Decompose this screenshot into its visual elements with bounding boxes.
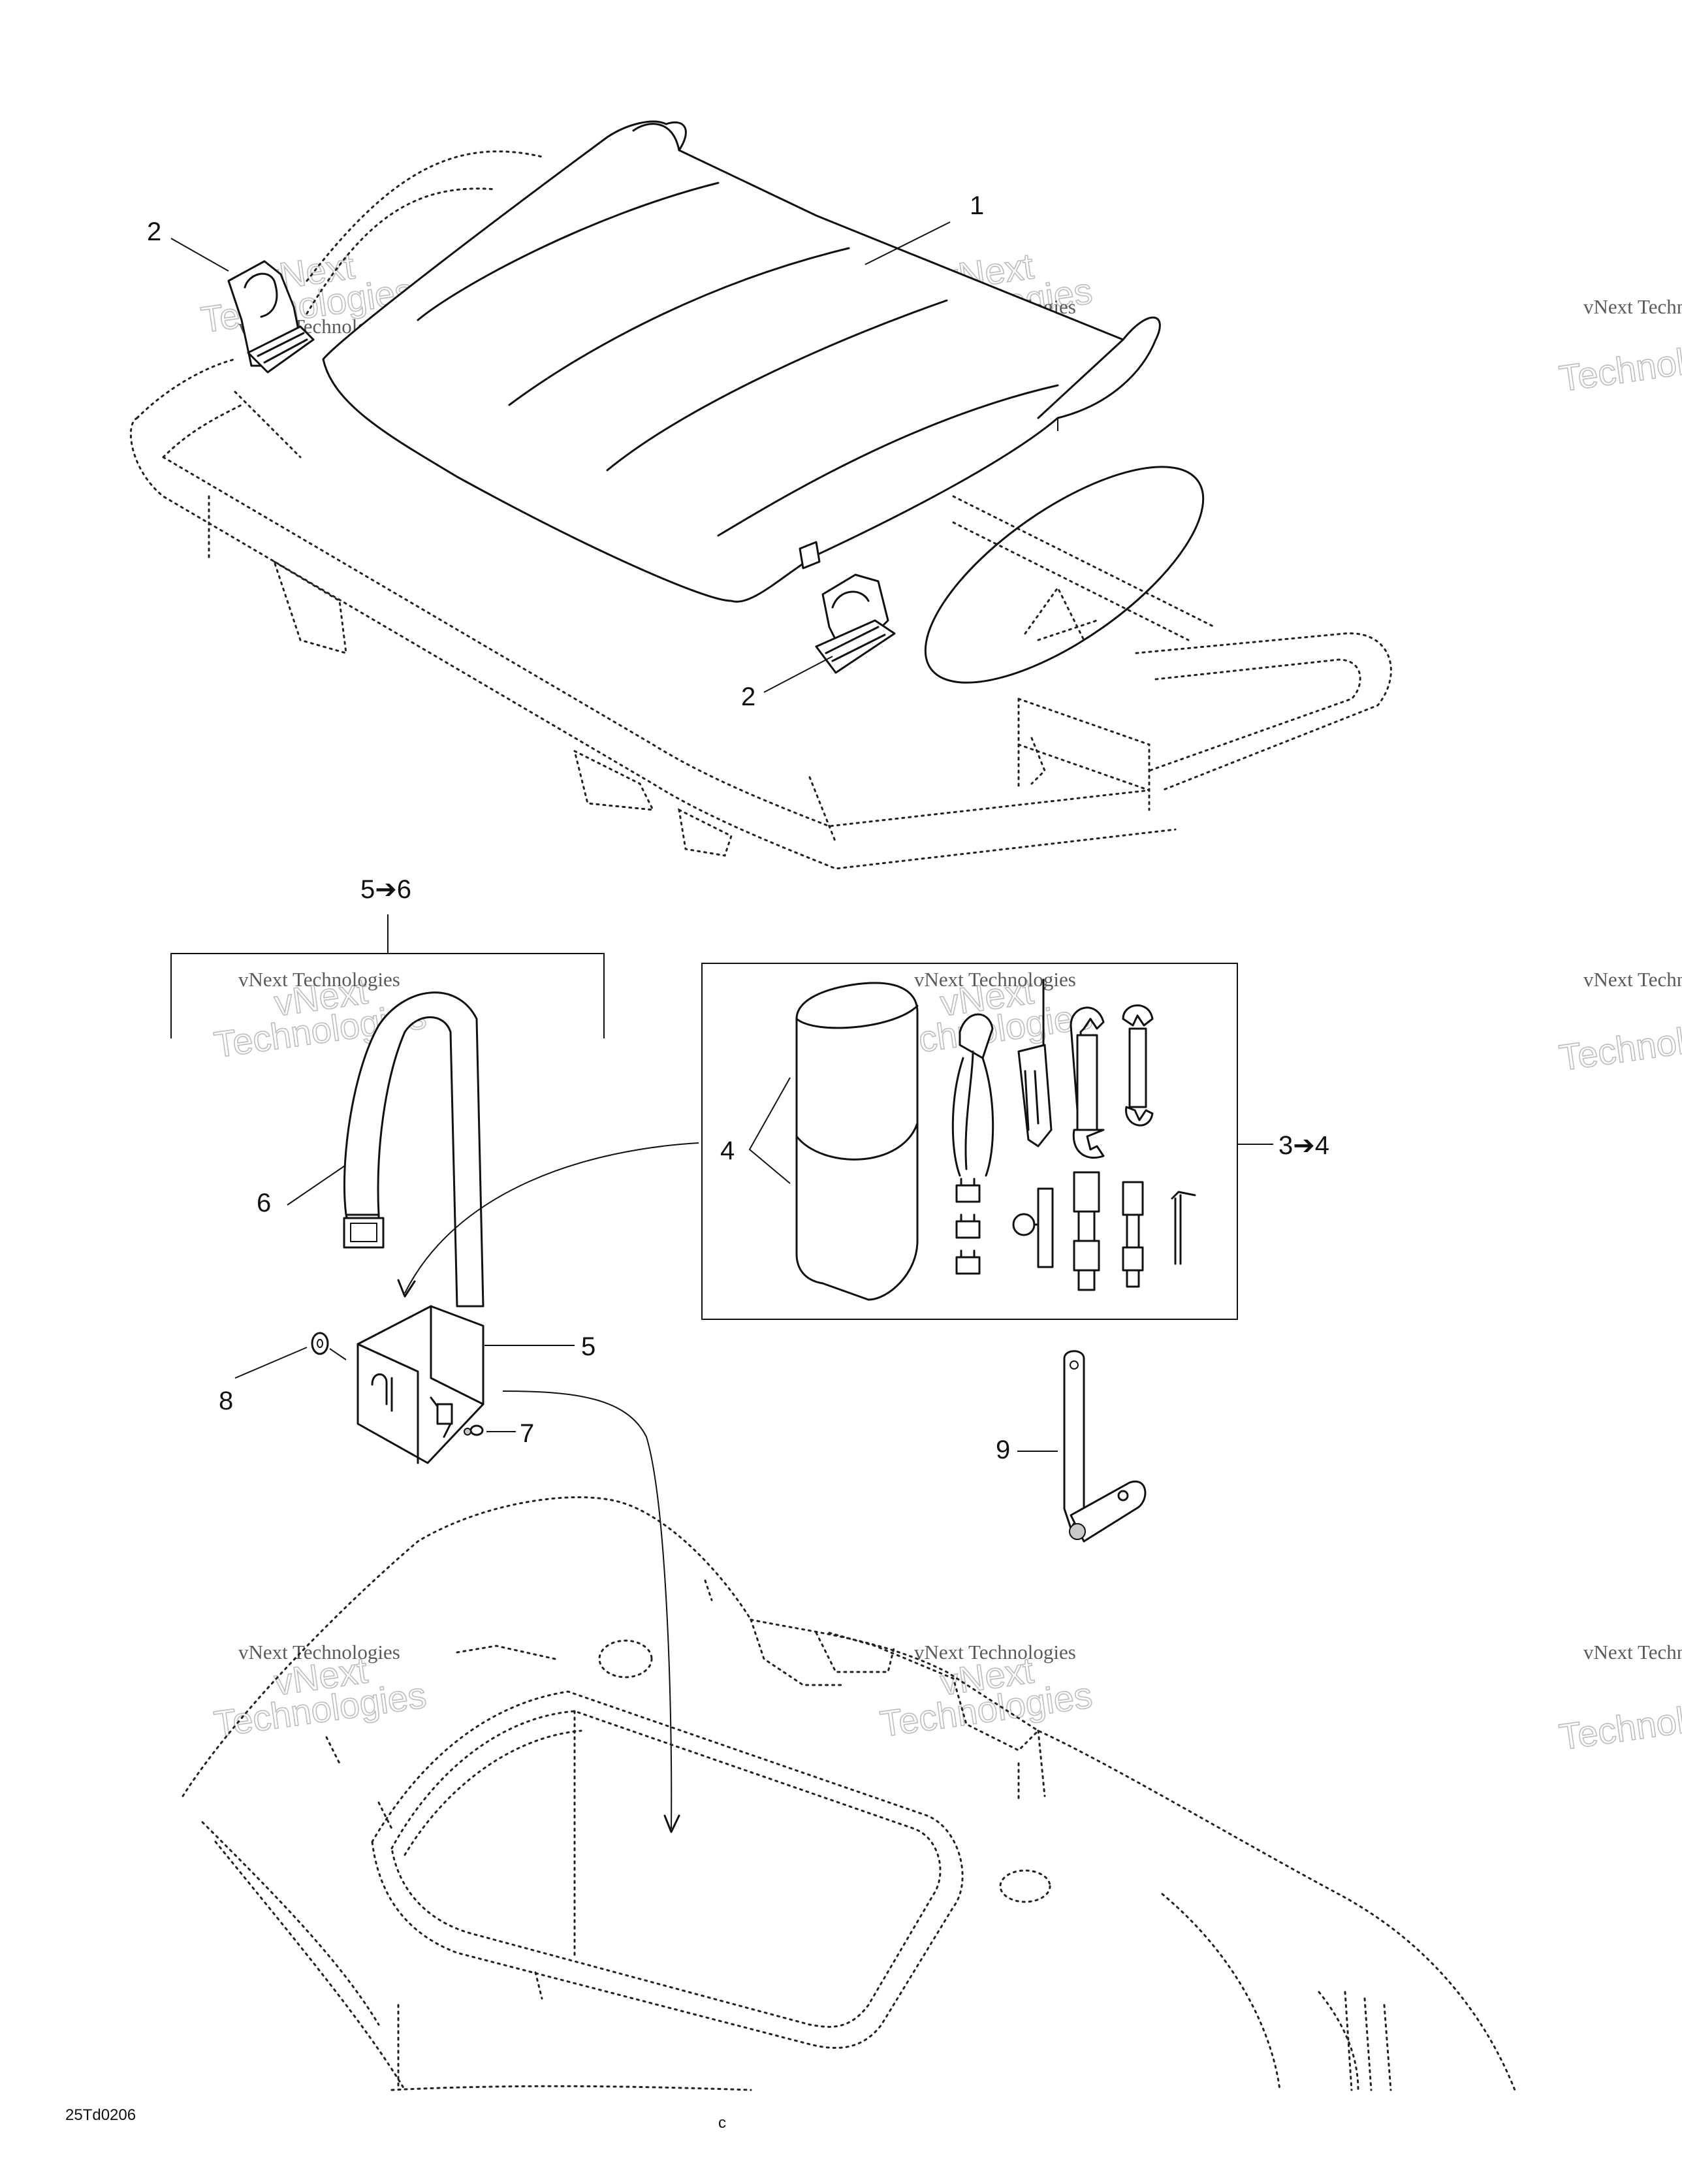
strap <box>343 991 484 1308</box>
rack-pad <box>322 120 1161 603</box>
pliers-icon <box>951 1013 994 1177</box>
watermark-text: vNext Technologies <box>238 968 400 991</box>
watermark-text: vNext Technologies <box>914 1641 1076 1663</box>
callout-7: 7 <box>520 1419 534 1448</box>
wrench-large-icon <box>1070 1006 1105 1159</box>
tool-bag <box>795 982 919 1301</box>
watermark-text: vNext Technologies <box>1583 1641 1682 1663</box>
rack-frame <box>129 150 1392 870</box>
callout-4: 4 <box>720 1136 735 1165</box>
socket-wrench-small-icon <box>1122 1181 1144 1288</box>
callout-5: 5 <box>581 1332 595 1361</box>
screwdriver-icon <box>1017 978 1053 1148</box>
bag-leader <box>748 1077 791 1184</box>
allen-key-icon <box>1171 1191 1196 1265</box>
callout-3-to-4: 3➔4 <box>1278 1131 1329 1160</box>
page-mark: c <box>718 2114 726 2132</box>
leader-lines-middle <box>234 1165 1058 1452</box>
watermark-outline-text: Technologies <box>1557 1687 1682 1758</box>
callout-8: 8 <box>219 1387 233 1415</box>
watermark-text: vNext Technologies <box>1583 968 1682 991</box>
spark-plug-tester-icon <box>1012 1187 1054 1268</box>
wrench-small-icon <box>1122 1004 1154 1127</box>
vehicle-body <box>182 1496 1516 2091</box>
callout-2-lower: 2 <box>741 682 755 711</box>
leader-lines-top <box>170 221 951 693</box>
watermark-outline-text: Technologies <box>1557 1008 1682 1078</box>
group-bracket-5-6 <box>170 914 605 1038</box>
callout-1: 1 <box>970 191 984 220</box>
callout-2-upper: 2 <box>147 217 161 246</box>
fuses-icon <box>955 1178 981 1275</box>
assembly-arrows <box>397 1142 699 1833</box>
screw <box>464 1424 484 1436</box>
washer <box>311 1332 329 1355</box>
watermark-text: vNext Technologies <box>914 968 1076 991</box>
tool-kit-box <box>701 963 1273 1320</box>
clip-lower <box>799 541 896 674</box>
holder-bracket <box>357 1305 484 1464</box>
callout-9: 9 <box>996 1436 1010 1464</box>
clip-upper <box>227 260 315 374</box>
callout-6: 6 <box>257 1189 271 1217</box>
watermark-text: vNext Technologies <box>1583 295 1682 318</box>
document-code: 25Td0206 <box>65 2106 136 2124</box>
support-rod <box>1063 1350 1147 1543</box>
watermark-outline-text: Technologies <box>1557 329 1682 399</box>
watermark-text: vNext Technologies <box>238 1641 400 1663</box>
callout-5-to-6: 5➔6 <box>360 875 411 904</box>
socket-wrench-large-icon <box>1073 1171 1100 1291</box>
